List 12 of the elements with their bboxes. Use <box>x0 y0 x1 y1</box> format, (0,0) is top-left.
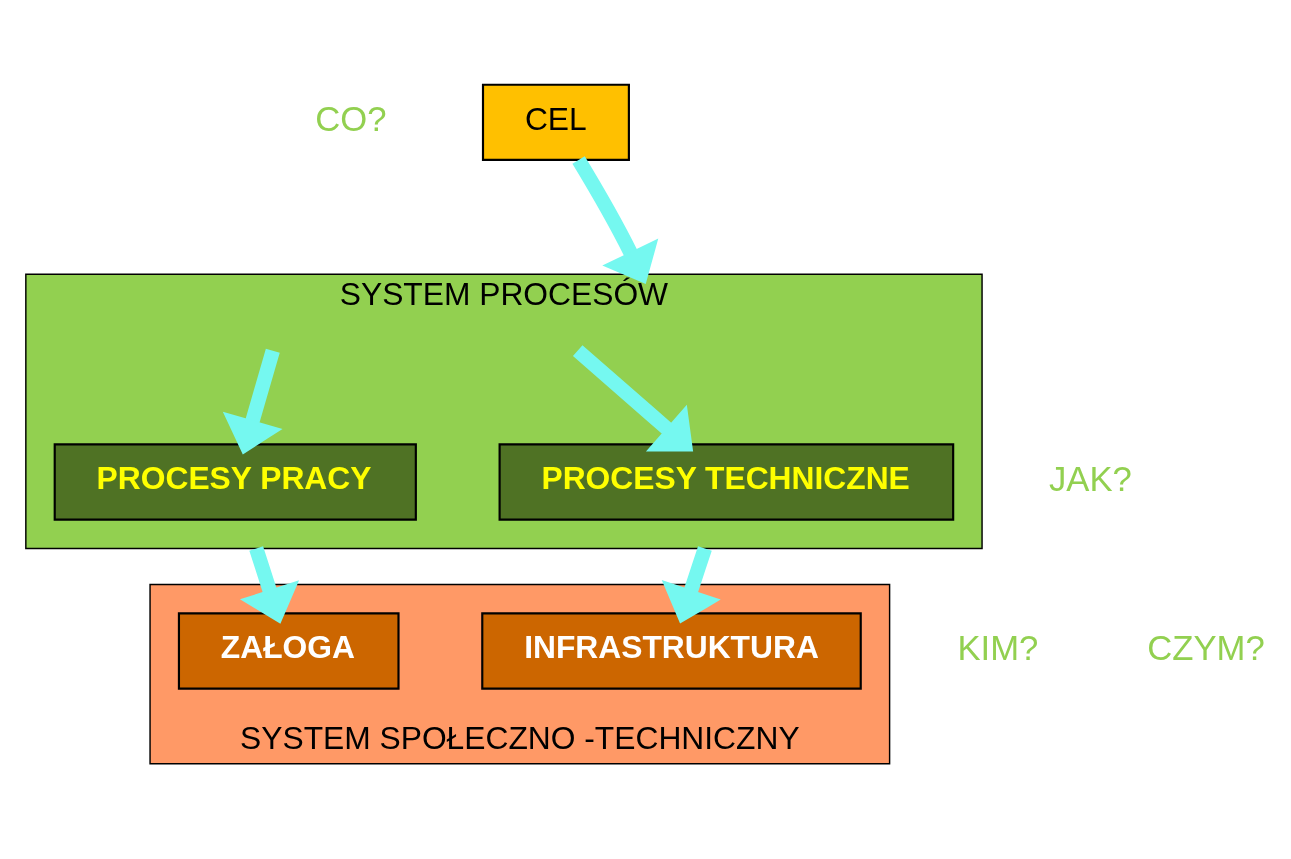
arrow <box>222 348 283 454</box>
node-box: PROCESY PRACY <box>53 442 417 521</box>
node-box: ZAŁOGA <box>177 611 400 690</box>
node-box: PROCESY TECHNICZNE <box>498 442 955 521</box>
label: KIM? <box>957 628 1039 667</box>
arrow <box>572 344 694 452</box>
label: CZYM? <box>1147 628 1265 667</box>
arrow <box>572 155 659 284</box>
label: CO? <box>315 99 387 138</box>
label: JAK? <box>1048 459 1132 498</box>
node-box: CEL <box>481 83 630 161</box>
node-box: INFRASTRUKTURA <box>481 611 862 690</box>
